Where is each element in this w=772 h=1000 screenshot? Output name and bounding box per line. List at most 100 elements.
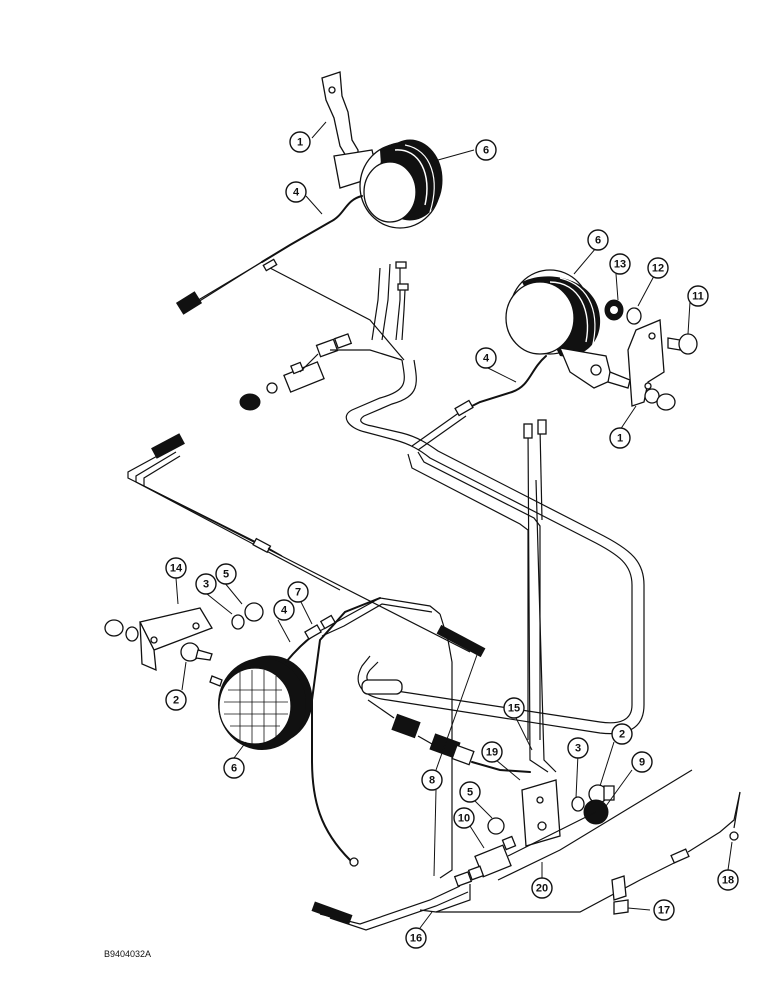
- callout-number: 18: [722, 875, 734, 887]
- callout-circle: [475, 347, 497, 369]
- callout-14: 14: [165, 557, 187, 579]
- callout-number: 19: [486, 747, 498, 759]
- light-switch-upper: [239, 353, 325, 411]
- callout-number: 5: [467, 787, 473, 799]
- upper-harness-wires: [262, 258, 409, 361]
- callout-number: 4: [281, 605, 288, 617]
- callout-number: 6: [231, 763, 237, 775]
- callout-number: 3: [203, 579, 209, 591]
- callout-19: 19: [481, 741, 503, 763]
- callout-12: 12: [647, 257, 669, 279]
- callout-circle: [223, 757, 245, 779]
- circuit-breaker: [474, 811, 597, 878]
- callout-circle: [609, 427, 631, 449]
- callout-circle: [611, 723, 633, 745]
- callout-circle: [631, 751, 653, 773]
- callout-number: 6: [595, 235, 601, 247]
- callout-1: 1: [289, 131, 311, 153]
- callout-circle: [609, 253, 631, 275]
- left-harness: [127, 433, 486, 658]
- callout-6: 6: [223, 757, 245, 779]
- callout-circle: [285, 181, 307, 203]
- callout-8: 8: [421, 769, 443, 791]
- work-light-lower-left: [104, 597, 441, 750]
- callout-circle: [587, 229, 609, 251]
- work-light-upper-left: [175, 71, 443, 315]
- harness-connectors: [361, 679, 531, 773]
- callout-number: 13: [614, 259, 626, 271]
- callout-number: 4: [483, 353, 490, 365]
- callout-4: 4: [273, 599, 295, 621]
- callout-number: 20: [536, 883, 548, 895]
- main-harness: [345, 359, 645, 740]
- callout-number: 12: [652, 263, 664, 275]
- figure-id: B9404032A: [104, 949, 152, 959]
- callout-number: 14: [170, 563, 183, 575]
- lower-loop-wire: [311, 597, 453, 879]
- callout-circle: [289, 131, 311, 153]
- bottom-harness: [311, 769, 741, 931]
- callout-7: 7: [287, 581, 309, 603]
- callout-15: 15: [503, 697, 525, 719]
- callout-number: 4: [293, 187, 300, 199]
- callout-circle: [421, 769, 443, 791]
- callout-number: 17: [658, 905, 670, 917]
- callout-number: 8: [429, 775, 435, 787]
- callout-11: 11: [687, 285, 709, 307]
- callout-circle: [165, 557, 187, 579]
- callout-number: 11: [692, 291, 704, 303]
- callout-3: 3: [567, 737, 589, 759]
- switch-panel: [487, 779, 615, 847]
- callout-20: 20: [531, 877, 553, 899]
- callout-circle: [195, 573, 217, 595]
- callout-17: 17: [653, 899, 675, 921]
- vertical-lead-wires: [523, 419, 557, 773]
- callout-circle: [647, 257, 669, 279]
- callout-number: 2: [173, 695, 179, 707]
- leader-lines: [175, 121, 733, 929]
- callout-9: 9: [631, 751, 653, 773]
- callout-circle: [405, 927, 427, 949]
- callout-number: 16: [410, 933, 422, 945]
- callout-number: 7: [295, 587, 301, 599]
- callout-circle: [287, 581, 309, 603]
- callout-6: 6: [587, 229, 609, 251]
- callout-1: 1: [609, 427, 631, 449]
- callout-circle: [215, 563, 237, 585]
- callout-13: 13: [609, 253, 631, 275]
- callout-2: 2: [165, 689, 187, 711]
- callout-circle: [687, 285, 709, 307]
- callout-number: 15: [508, 703, 520, 715]
- callout-5: 5: [215, 563, 237, 585]
- callout-4: 4: [475, 347, 497, 369]
- callout-2: 2: [611, 723, 633, 745]
- work-light-right: [411, 269, 698, 451]
- callout-10: 10: [453, 807, 475, 829]
- callout-number: 2: [619, 729, 625, 741]
- callout-3: 3: [195, 573, 217, 595]
- callout-circle: [273, 599, 295, 621]
- callout-number: 6: [483, 145, 489, 157]
- callout-circle: [453, 807, 475, 829]
- callout-circle: [567, 737, 589, 759]
- callout-number: 1: [617, 433, 623, 445]
- callout-circle: [531, 877, 553, 899]
- callout-5: 5: [459, 781, 481, 803]
- callout-number: 3: [575, 743, 581, 755]
- callout-number: 5: [223, 569, 229, 581]
- callout-circle: [503, 697, 525, 719]
- callout-6: 6: [475, 139, 497, 161]
- callout-circle: [475, 139, 497, 161]
- callout-number: 1: [297, 137, 303, 149]
- callout-circle: [717, 869, 739, 891]
- callout-16: 16: [405, 927, 427, 949]
- callout-18: 18: [717, 869, 739, 891]
- callout-circle: [165, 689, 187, 711]
- callout-circle: [459, 781, 481, 803]
- callout-number: 9: [639, 757, 645, 769]
- callout-circle: [653, 899, 675, 921]
- callout-circle: [481, 741, 503, 763]
- callout-number: 10: [458, 813, 470, 825]
